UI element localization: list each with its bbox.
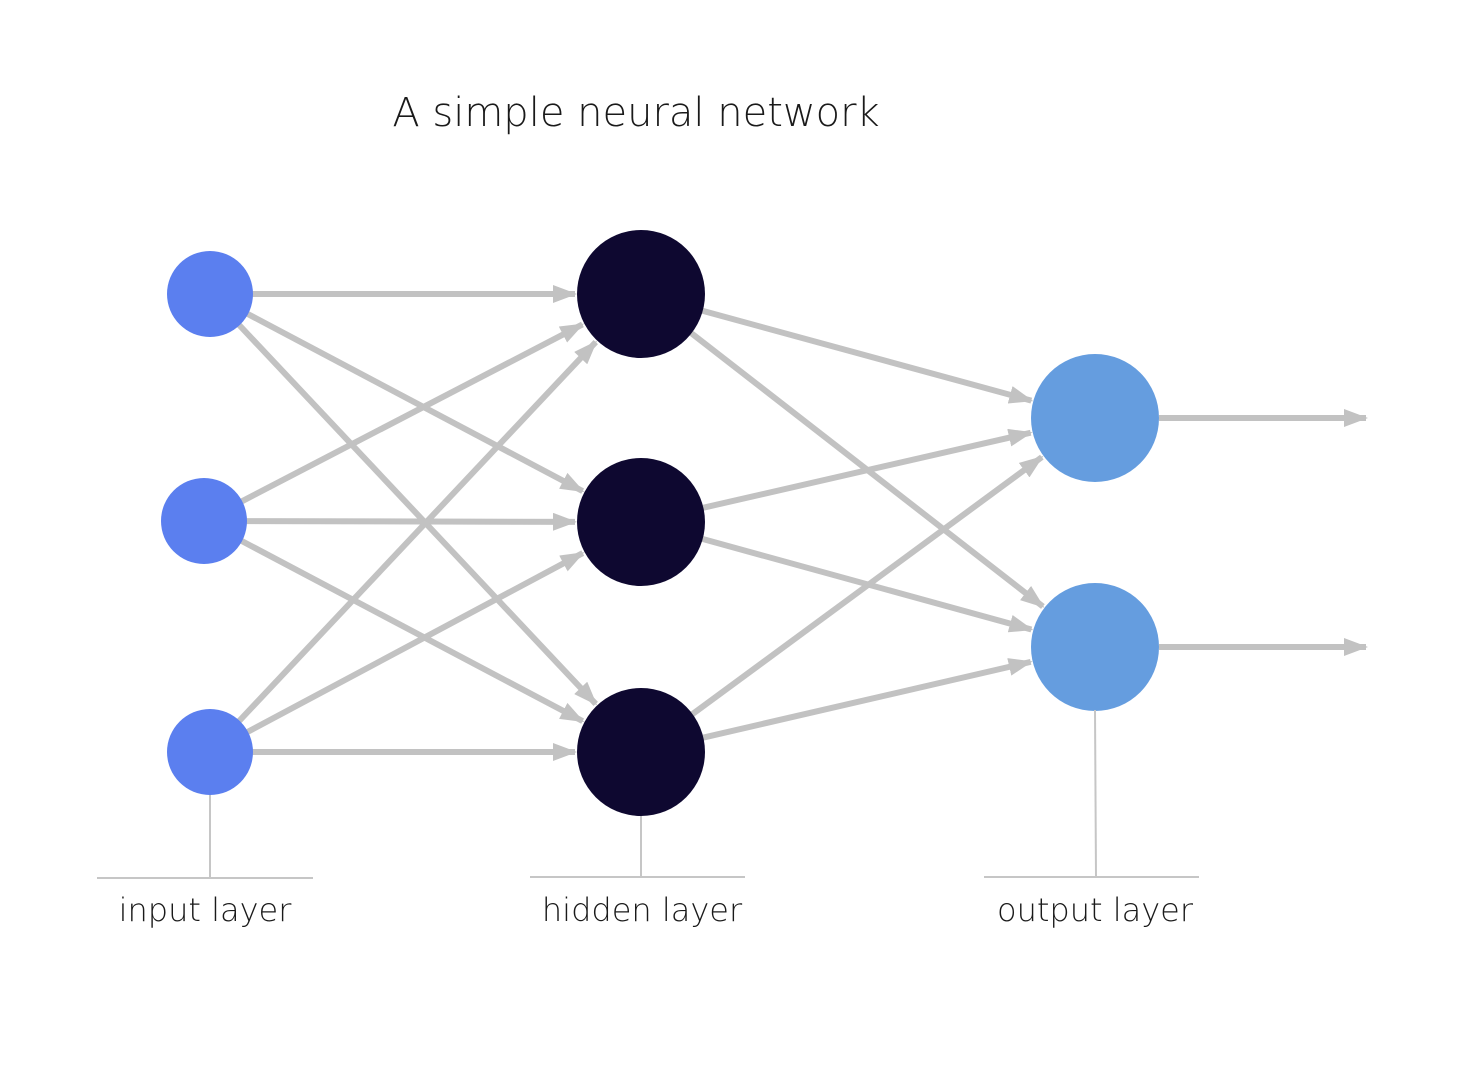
connection-hidden-1-to-output-1 — [698, 307, 1034, 404]
connection-hidden-3-to-output-2 — [699, 658, 1033, 742]
hidden-neuron-1 — [577, 230, 705, 358]
layer-label-hidden-group: hidden layer — [530, 816, 745, 929]
neurons — [161, 230, 1159, 816]
input-neuron-3 — [167, 709, 253, 795]
output-neuron-2 — [1031, 583, 1159, 711]
connection-input-2-to-hidden-1 — [238, 321, 585, 505]
layer-label-input-group: input layer — [97, 795, 313, 929]
layer-label-output-group: output layer — [984, 709, 1199, 929]
diagram-title: A simple neural network — [392, 90, 879, 136]
input-neuron-1 — [167, 251, 253, 337]
connections — [235, 285, 1368, 761]
hidden-neuron-2 — [577, 458, 705, 586]
input-neuron-2 — [161, 478, 247, 564]
input-layer-label: input layer — [119, 891, 293, 929]
connection-input-1-to-hidden-3 — [235, 321, 598, 706]
hidden-neuron-3 — [577, 688, 705, 816]
connection-hidden-2-to-output-1 — [699, 428, 1033, 512]
output-layer-pointer — [1094, 709, 1097, 878]
output-neuron-1 — [1031, 354, 1159, 482]
connection-input-3-to-hidden-1 — [235, 340, 598, 725]
output-layer-label: output layer — [997, 891, 1194, 929]
connection-input-2-to-hidden-3 — [238, 537, 585, 724]
connection-hidden-3-to-output-1 — [688, 454, 1044, 719]
hidden-layer-label: hidden layer — [542, 891, 743, 929]
connection-input-1-to-hidden-2 — [244, 310, 585, 494]
connection-input-3-to-hidden-2 — [244, 550, 585, 736]
connection-input-2-to-hidden-2 — [244, 512, 578, 531]
